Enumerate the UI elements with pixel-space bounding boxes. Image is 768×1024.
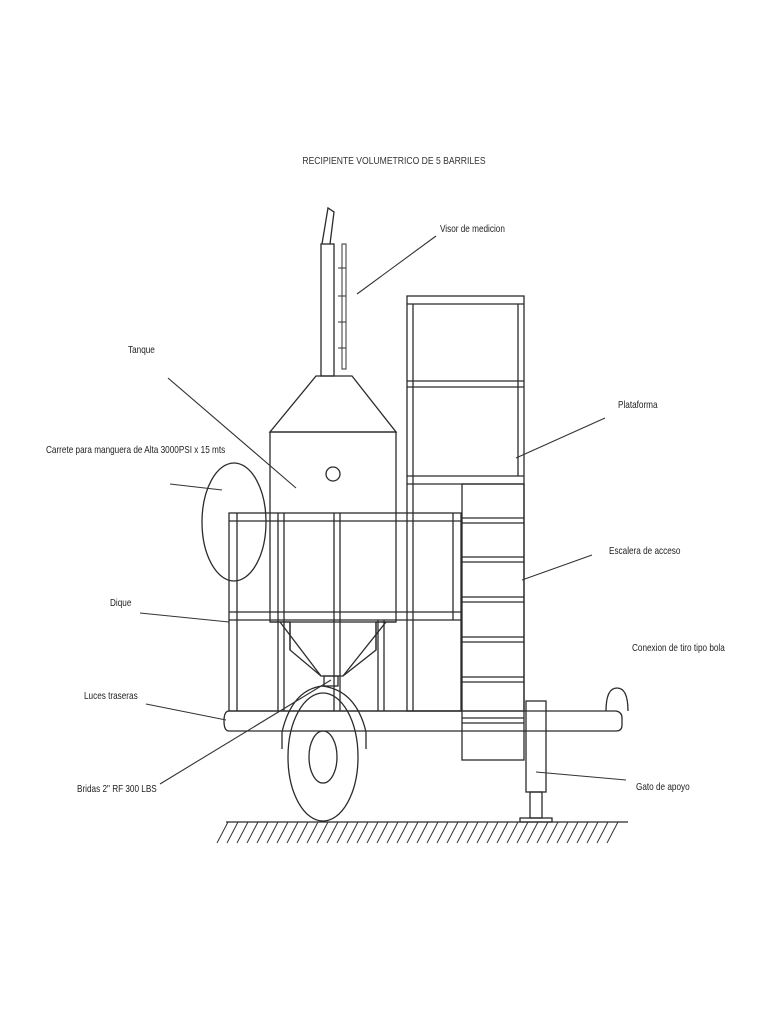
access-ladder (461, 483, 525, 761)
diagram-title: RECIPIENTE VOLUMETRICO DE 5 BARRILES (302, 155, 485, 166)
tank (268, 375, 398, 687)
platform (406, 295, 525, 712)
tank-port (325, 466, 341, 482)
label-escalera-de-acceso: Escalera de acceso (609, 545, 680, 556)
label-carrete: Carrete para manguera de Alta 3000PSI x … (46, 444, 226, 455)
label-plataforma: Plataforma (618, 399, 658, 410)
support-jack (519, 700, 553, 823)
label-dique: Dique (110, 597, 131, 608)
label-tanque: Tanque (128, 344, 155, 355)
label-conexion-tiro-bola: Conexion de tiro tipo bola (632, 642, 726, 653)
label-luces-traseras: Luces traseras (84, 690, 138, 701)
chassis-beam (223, 710, 623, 732)
wheel (281, 685, 367, 822)
sight-glass (338, 243, 347, 370)
vent-pipe (320, 206, 335, 377)
dike-frame (228, 512, 462, 712)
label-visor-de-medicion: Visor de medicion (440, 223, 505, 234)
hose-reel (201, 462, 267, 582)
ground-line (216, 821, 628, 844)
tow-ball-coupler (605, 687, 629, 712)
leader-lines (139, 235, 627, 785)
label-bridas: Bridas 2" RF 300 LBS (77, 783, 157, 794)
label-gato-de-apoyo: Gato de apoyo (636, 781, 690, 792)
